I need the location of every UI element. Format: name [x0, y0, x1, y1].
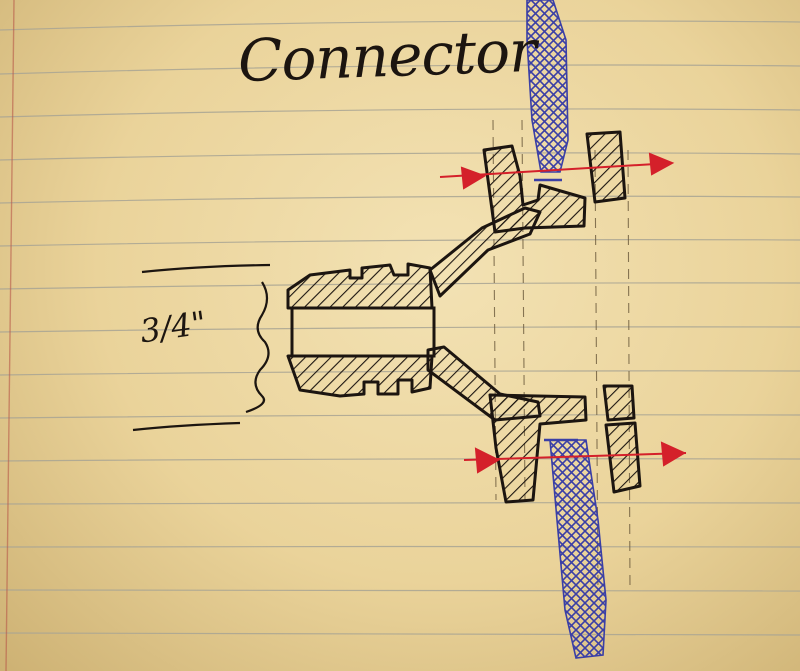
dimension-line-top: [141, 263, 271, 274]
wall-panel-top: [526, 0, 569, 173]
washer-bottom: [602, 384, 636, 422]
red-arrow-bottom: [463, 441, 687, 474]
threaded-shank: [286, 262, 434, 310]
threaded-shank-lower: [286, 354, 434, 398]
dimension-marks: [132, 263, 271, 432]
nut-bottom: [604, 421, 642, 494]
bore-channel: [290, 306, 436, 358]
dimension-line-bottom: [132, 421, 241, 432]
connector-body: [286, 130, 642, 504]
sketch-title: Connector: [236, 16, 537, 96]
lower-flange: [488, 393, 588, 504]
ruled-lines: [0, 20, 800, 636]
dimension-brace: [245, 281, 270, 414]
margin-line: [5, 0, 15, 671]
red-arrow-top: [439, 152, 675, 190]
upper-flange: [482, 144, 587, 234]
wall-panel-bottom: [549, 439, 607, 659]
